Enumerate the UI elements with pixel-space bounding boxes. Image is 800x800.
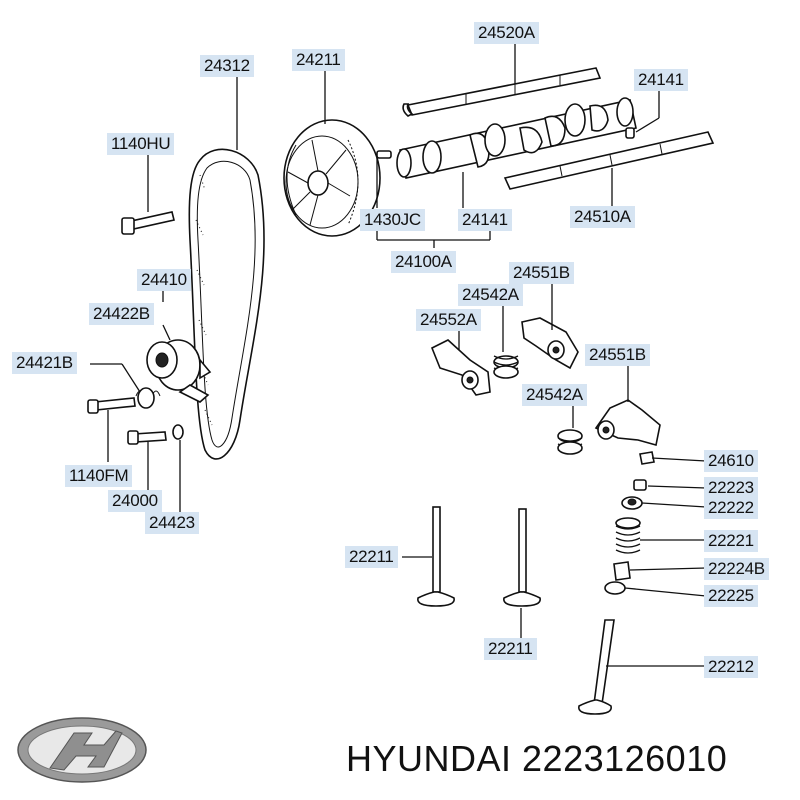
label-24141-top: 24141 (634, 69, 688, 91)
exhaust-valve (578, 619, 615, 715)
label-22211-left: 22211 (345, 546, 398, 568)
label-24551b-right: 24551B (585, 344, 650, 366)
label-24000: 24000 (108, 490, 162, 512)
label-24542a-top: 24542A (458, 284, 523, 306)
retainer-22222 (621, 496, 643, 510)
label-24610: 24610 (704, 450, 758, 472)
label-24421b: 24421B (12, 352, 77, 374)
label-22223: 22223 (704, 477, 758, 499)
camshaft-sprocket (283, 119, 381, 237)
label-24510a: 24510A (570, 206, 635, 228)
knock-pin (376, 150, 392, 159)
washer-24423 (172, 424, 184, 440)
label-24423: 24423 (145, 512, 199, 534)
brand-part-number: HYUNDAI 2223126010 (346, 738, 728, 779)
label-24422b: 24422B (89, 303, 154, 325)
label-24141-mid: 24141 (458, 209, 512, 231)
bolt-1140fm (87, 397, 136, 414)
label-1430jc: 1430JC (360, 209, 425, 231)
label-22225: 22225 (704, 585, 758, 607)
rocker-spring-lower (557, 429, 583, 455)
spring-seat-22225 (604, 581, 626, 595)
label-24520a: 24520A (474, 22, 539, 44)
retainer-lock-22223 (633, 479, 647, 491)
camshaft (396, 97, 637, 179)
label-22222: 22222 (704, 497, 758, 519)
rocker-spring-upper (493, 355, 519, 379)
plug (625, 127, 635, 139)
rocker-arm-24551b-upper (521, 317, 579, 370)
bolt-24000 (127, 430, 167, 445)
label-24211: 24211 (292, 49, 345, 71)
valve-seal-22224b (613, 561, 631, 581)
label-24542a-mid: 24542A (522, 384, 587, 406)
label-1140hu: 1140HU (107, 133, 175, 155)
rocker-shaft-lower (503, 131, 715, 190)
label-1140fm: 1140FM (65, 465, 133, 487)
tensioner-pulley (146, 339, 212, 403)
label-22212: 22212 (704, 656, 758, 678)
valve-spring-22221 (615, 517, 641, 554)
intake-valve-left (417, 506, 455, 607)
timing-belt (188, 148, 265, 460)
rocker-shaft-upper (402, 67, 602, 117)
label-24410: 24410 (137, 269, 191, 291)
label-24312: 24312 (200, 55, 254, 77)
bolt-1140hu (121, 211, 175, 235)
label-24100a: 24100A (391, 251, 456, 273)
lash-adjuster-24610 (639, 451, 655, 465)
label-24551b-top: 24551B (509, 262, 574, 284)
label-22221: 22221 (704, 530, 758, 552)
rocker-arm-24552a (430, 339, 491, 396)
label-22224b: 22224B (704, 558, 769, 580)
label-24552a: 24552A (416, 309, 481, 331)
intake-valve-center (503, 508, 541, 607)
label-22211-bottom: 22211 (484, 638, 537, 660)
rocker-arm-24551b-lower (594, 399, 661, 447)
leader-lines (90, 44, 707, 667)
hyundai-logo (17, 717, 147, 783)
